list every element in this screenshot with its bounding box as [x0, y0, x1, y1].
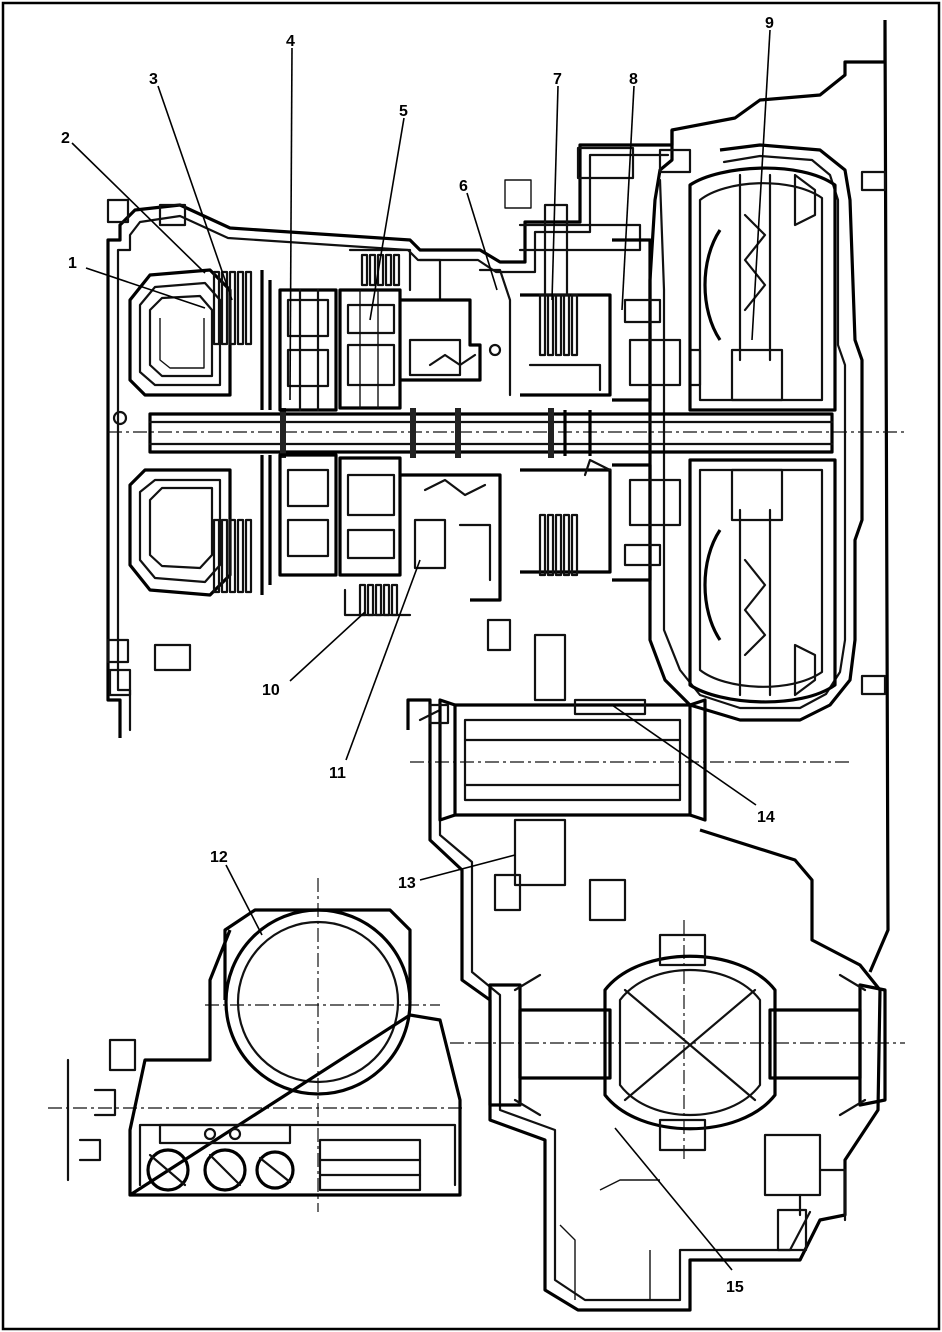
valve-body-oil-pan-12	[66, 908, 462, 1197]
transaxle-housing	[106, 19, 890, 1312]
upper-clutch-assembly	[128, 179, 702, 412]
callout-11: 11	[329, 765, 346, 782]
callout-12: 12	[210, 849, 228, 866]
callout-leaders	[71, 29, 771, 1271]
main-shaft	[112, 408, 834, 458]
brake-band-10	[343, 583, 412, 617]
callout-3: 3	[149, 71, 158, 88]
clutch-pack-7	[504, 179, 642, 397]
differential-15	[488, 933, 887, 1252]
planetary-set-5	[338, 288, 402, 410]
callout-8: 8	[629, 71, 638, 88]
counter-shaft-assembly	[438, 618, 707, 922]
callout-13: 13	[398, 875, 416, 892]
callout-14: 14	[757, 809, 775, 826]
callout-6: 6	[459, 178, 468, 195]
fasteners	[106, 146, 692, 725]
planetary-set-4	[278, 288, 338, 412]
callout-7: 7	[553, 71, 562, 88]
torque-converter-9	[688, 166, 887, 704]
callout-10: 10	[262, 682, 280, 699]
one-way-clutch-6	[400, 268, 512, 397]
upper-brake-plates	[348, 248, 442, 302]
callout-4: 4	[286, 33, 295, 50]
lower-clutch-plates	[212, 518, 253, 594]
callout-2: 2	[61, 130, 70, 147]
lower-clutch-assembly	[128, 453, 682, 617]
callout-5: 5	[399, 103, 408, 120]
one-way-clutch-11	[400, 473, 502, 602]
pump-8	[612, 238, 702, 402]
callout-9: 9	[765, 15, 774, 32]
callout-1: 1	[68, 255, 77, 272]
callout-15: 15	[726, 1279, 744, 1296]
clutch-pack-3	[212, 270, 253, 346]
callout-labels: 1 2 3 4 5 6 7 8 9 10 11 12 13 14 15	[61, 15, 775, 1296]
